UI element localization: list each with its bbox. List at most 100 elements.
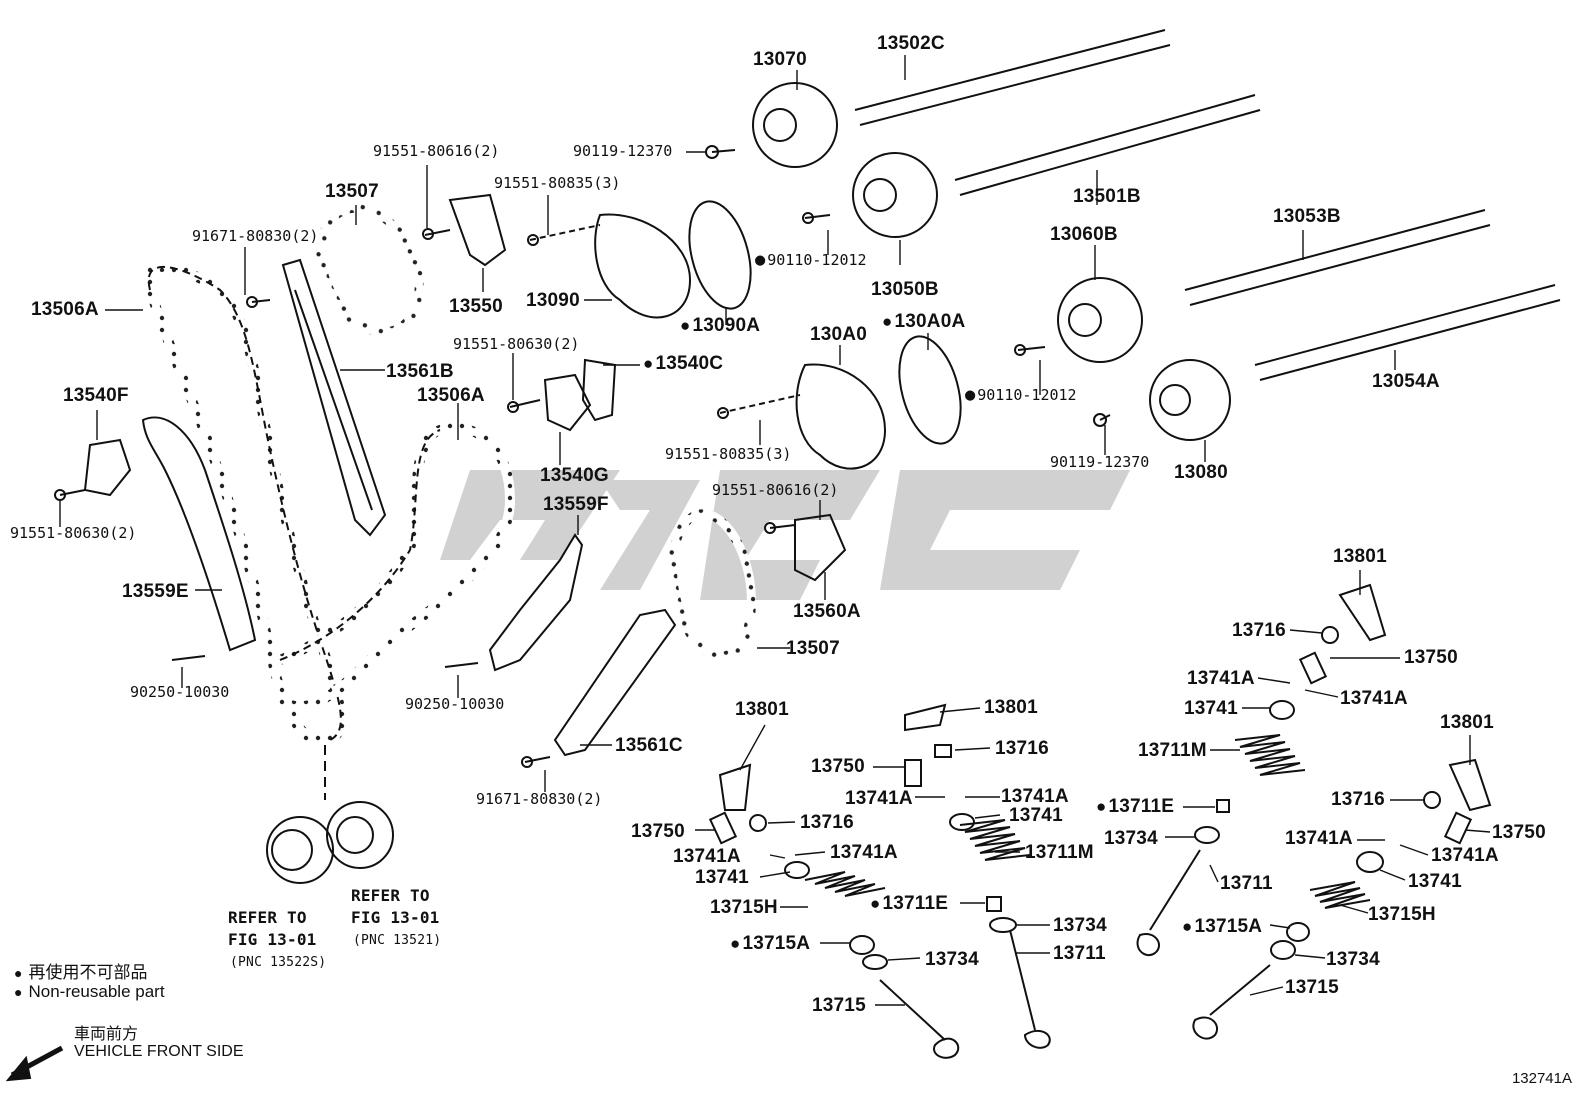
label-13054A[interactable]: 13054A: [1372, 371, 1440, 392]
label-13734-l[interactable]: 13734: [925, 949, 979, 970]
washer-13734-left: [862, 954, 888, 970]
label-91551-80835-top[interactable]: 91551-80835(3): [494, 174, 621, 192]
label-13715A-r[interactable]: 13715A: [1182, 917, 1262, 936]
label-90110-12012-right[interactable]: 90110-12012: [965, 387, 1076, 404]
washer-13734-right2: [1270, 940, 1296, 960]
label-13750-r2[interactable]: 13750: [1492, 822, 1546, 843]
label-91551-80616-top[interactable]: 91551-80616(2): [373, 142, 500, 160]
label-13070[interactable]: 13070: [753, 49, 807, 70]
label-13801-r2[interactable]: 13801: [1440, 712, 1494, 733]
label-13711E-c[interactable]: 13711E: [870, 894, 948, 913]
label-13741A-l1b[interactable]: 13741A: [830, 842, 898, 863]
ref-left-line1: REFER TO: [228, 908, 307, 927]
label-13734-r[interactable]: 13734: [1104, 828, 1158, 849]
label-13080[interactable]: 13080: [1174, 462, 1228, 483]
label-91551-80630-left[interactable]: 91551-80630(2): [10, 524, 137, 542]
gear-13070: [752, 82, 838, 168]
label-91551-80616-mid[interactable]: 91551-80616(2): [712, 481, 839, 499]
label-13741A-r2a[interactable]: 13741A: [1285, 828, 1353, 849]
label-13741A-c1a[interactable]: 13741A: [845, 788, 913, 809]
label-90250-10030-left[interactable]: 90250-10030: [130, 683, 230, 701]
label-90250-10030-mid[interactable]: 90250-10030: [405, 695, 505, 713]
valve-13715-left: [879, 979, 960, 1059]
label-13550[interactable]: 13550: [449, 296, 503, 317]
label-13741-c1[interactable]: 13741: [1009, 805, 1063, 826]
label-13715-r[interactable]: 13715: [1285, 977, 1339, 998]
label-13502C[interactable]: 13502C: [877, 33, 945, 54]
legend-jp-text: 再使用不可部品: [28, 963, 148, 982]
label-13506A-mid[interactable]: 13506A: [417, 385, 485, 406]
label-91551-80630-mid[interactable]: 91551-80630(2): [453, 335, 580, 353]
label-13060B[interactable]: 13060B: [1050, 224, 1118, 245]
label-13711M-r[interactable]: 13711M: [1138, 740, 1207, 761]
label-91551-80835-mid[interactable]: 91551-80835(3): [665, 445, 792, 463]
label-13716-l1[interactable]: 13716: [800, 812, 854, 833]
label-13716-r2[interactable]: 13716: [1331, 789, 1385, 810]
label-13741A-c1b[interactable]: 13741A: [1001, 786, 1069, 807]
camshaft-13502C: [854, 29, 1171, 126]
label-13750-c1[interactable]: 13750: [811, 756, 865, 777]
retainer-13741-right1: [1269, 700, 1295, 720]
lash-adjuster-l1: [708, 811, 738, 845]
label-13711M-c[interactable]: 13711M: [1025, 842, 1094, 863]
label-13741-r1[interactable]: 13741: [1184, 698, 1238, 719]
pin-mid: [444, 662, 479, 668]
label-13715H-l[interactable]: 13715H: [710, 897, 778, 918]
label-13741-r2[interactable]: 13741: [1408, 871, 1462, 892]
direction-en: VEHICLE FRONT SIDE: [74, 1043, 244, 1060]
label-13741A-r2b[interactable]: 13741A: [1431, 845, 1499, 866]
label-13501B[interactable]: 13501B: [1073, 186, 1141, 207]
label-13741A-r1b[interactable]: 13741A: [1340, 688, 1408, 709]
label-13090A[interactable]: 13090A: [680, 316, 760, 335]
label-13801-c1[interactable]: 13801: [735, 699, 789, 720]
label-13090[interactable]: 13090: [526, 290, 580, 311]
label-13050B[interactable]: 13050B: [871, 279, 939, 300]
label-90119-12370-top[interactable]: 90119-12370: [573, 142, 673, 160]
label-13507-top[interactable]: 13507: [325, 181, 379, 202]
label-13711-r[interactable]: 13711: [1220, 873, 1273, 894]
label-130A0A[interactable]: 130A0A: [882, 312, 965, 331]
label-13053B[interactable]: 13053B: [1273, 206, 1341, 227]
label-13715-l[interactable]: 13715: [812, 995, 866, 1016]
label-13750-l1[interactable]: 13750: [631, 821, 685, 842]
plate-13540C: [581, 358, 617, 422]
oring-130A0A: [898, 335, 962, 445]
label-13801-m1[interactable]: 13801: [984, 697, 1038, 718]
label-90119-12370-right[interactable]: 90119-12370: [1050, 453, 1150, 471]
label-13750-r1[interactable]: 13750: [1404, 647, 1458, 668]
label-13715H-r[interactable]: 13715H: [1368, 904, 1436, 925]
label-13711E-r[interactable]: 13711E: [1096, 797, 1174, 816]
label-91671-80830-bottom[interactable]: 91671-80830(2): [476, 790, 603, 808]
label-13540G[interactable]: 13540G: [540, 465, 609, 486]
label-91671-80830-top[interactable]: 91671-80830(2): [192, 227, 319, 245]
label-13734-r2[interactable]: 13734: [1326, 949, 1380, 970]
label-13540F[interactable]: 13540F: [63, 385, 129, 406]
label-13507-mid[interactable]: 13507: [786, 638, 840, 659]
label-13734-c[interactable]: 13734: [1053, 915, 1107, 936]
spring-13715H-left: [804, 871, 886, 897]
label-13801-r1[interactable]: 13801: [1333, 546, 1387, 567]
lash-adjuster-r2: [1443, 811, 1473, 845]
label-13561B[interactable]: 13561B: [386, 361, 454, 382]
label-13559F[interactable]: 13559F: [543, 494, 609, 515]
label-13716-c1[interactable]: 13716: [995, 738, 1049, 759]
label-13561C[interactable]: 13561C: [615, 735, 683, 756]
cam-chain-lower: [668, 509, 756, 661]
label-13560A[interactable]: 13560A: [793, 601, 861, 622]
label-13715A-l[interactable]: 13715A: [730, 934, 810, 953]
label-13711-c[interactable]: 13711: [1053, 943, 1106, 964]
label-13559E[interactable]: 13559E: [122, 581, 189, 602]
label-90110-12012-top[interactable]: 90110-12012: [755, 252, 866, 269]
label-13506A-left[interactable]: 13506A: [31, 299, 99, 320]
tensioner-13540F: [83, 438, 132, 497]
label-13741-l1[interactable]: 13741: [695, 867, 749, 888]
label-13741A-l1a[interactable]: 13741A: [673, 846, 741, 867]
bolt-91551-80835-top: [529, 224, 601, 241]
label-130A0[interactable]: 130A0: [810, 324, 867, 345]
gear-13080: [1149, 359, 1231, 441]
label-13540C[interactable]: 13540C: [643, 354, 723, 373]
label-13741A-r1a[interactable]: 13741A: [1187, 668, 1255, 689]
retainer-13741-center: [949, 813, 975, 831]
label-13716-r1[interactable]: 13716: [1232, 620, 1286, 641]
housing-130A0: [795, 363, 887, 470]
